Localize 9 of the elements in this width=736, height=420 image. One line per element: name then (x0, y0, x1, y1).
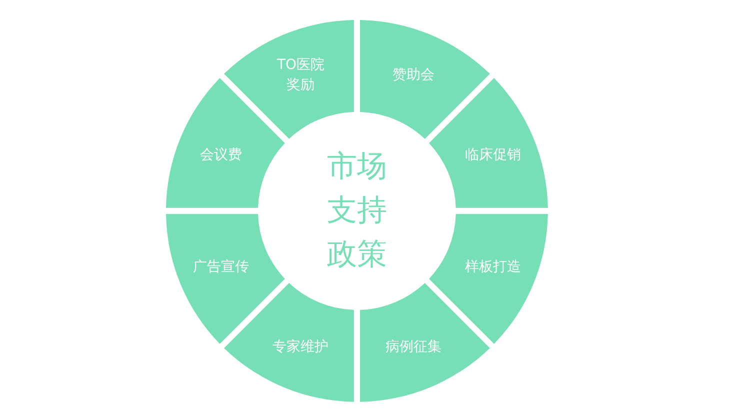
segment-label: 样板打造 (464, 258, 522, 278)
center-title: 市场支持政策 (326, 148, 388, 274)
segment-label: 临床促销 (464, 146, 522, 165)
segment-label: TO医院奖励 (276, 56, 326, 96)
segment-label: 广告宣传 (192, 258, 250, 278)
segment-label: 会议费 (199, 146, 244, 165)
segment-label: 专家维护 (272, 338, 330, 357)
segment-label: 赞助会 (391, 66, 436, 86)
segment-label: 病例征集 (384, 338, 442, 357)
